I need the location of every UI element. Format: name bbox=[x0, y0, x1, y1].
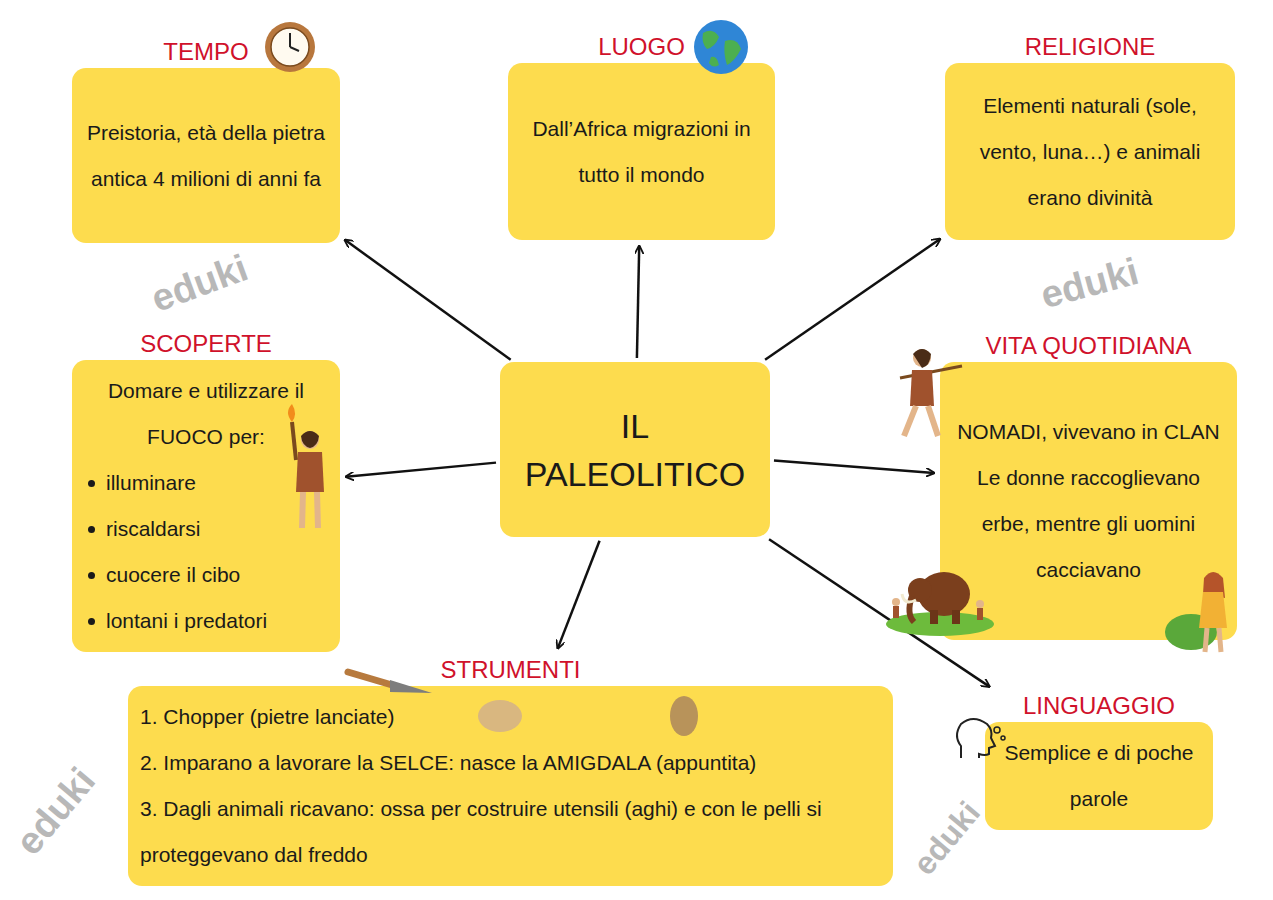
yellow-box: Dall’Africa migrazioni in tutto il mondo bbox=[508, 63, 775, 240]
arrow-connector bbox=[637, 246, 639, 358]
bullet-item: illuminare bbox=[84, 460, 328, 506]
yellow-box: Elementi naturali (sole, vento, luna…) e… bbox=[945, 63, 1235, 240]
body-text: 3. Dagli animali ricavano: ossa per cost… bbox=[140, 786, 881, 878]
speaking-head-icon bbox=[957, 719, 1005, 758]
arrow-connector bbox=[558, 541, 600, 649]
topic-heading: TEMPO bbox=[72, 36, 340, 68]
amigdala-stone bbox=[670, 696, 698, 736]
watermark: eduki bbox=[906, 795, 988, 883]
bullet-item: lontani i predatori bbox=[84, 598, 328, 644]
topic-heading: SCOPERTE bbox=[72, 328, 340, 360]
bullet-item: riscaldarsi bbox=[84, 506, 328, 552]
watermark-holder: eduki bbox=[150, 262, 249, 305]
watermark-holder: eduki bbox=[1040, 262, 1139, 305]
arrow-connector bbox=[345, 240, 511, 360]
topic-box: STRUMENTI1. Chopper (pietre lanciate)2. … bbox=[128, 654, 893, 886]
body-text: NOMADI, vivevano in CLAN bbox=[952, 409, 1225, 455]
watermark: eduki bbox=[7, 760, 104, 864]
arrow-connector bbox=[346, 463, 496, 477]
watermark-holder: eduki bbox=[905, 820, 989, 857]
yellow-box: IL PALEOLITICO bbox=[500, 362, 770, 537]
topic-heading: VITA QUOTIDIANA bbox=[940, 330, 1237, 362]
mammoth-hunt bbox=[886, 572, 994, 636]
yellow-box: NOMADI, vivevano in CLANLe donne raccogl… bbox=[940, 362, 1237, 640]
body-text: 1. Chopper (pietre lanciate) bbox=[140, 694, 881, 740]
watermark: eduki bbox=[146, 246, 254, 320]
topic-heading: RELIGIONE bbox=[945, 31, 1235, 63]
topic-heading: STRUMENTI bbox=[128, 654, 893, 686]
topic-box: VITA QUOTIDIANANOMADI, vivevano in CLANL… bbox=[940, 330, 1237, 640]
yellow-box: 1. Chopper (pietre lanciate)2. Imparano … bbox=[128, 686, 893, 886]
topic-box: SCOPERTEDomare e utilizzare il FUOCO per… bbox=[72, 328, 340, 652]
stone-knife bbox=[348, 672, 432, 693]
caveman-torch bbox=[288, 404, 324, 528]
central-box: IL PALEOLITICO bbox=[500, 362, 770, 537]
caveman-walking bbox=[900, 349, 962, 436]
body-text: Semplice e di poche parole bbox=[997, 730, 1201, 822]
topic-box: TEMPO Preistoria, età della pietra antica… bbox=[72, 36, 340, 243]
topic-box: LINGUAGGIO Semplice e di poche parole bbox=[985, 690, 1213, 830]
topic-heading: LUOGO bbox=[508, 31, 775, 63]
gathering-woman bbox=[1165, 572, 1227, 652]
body-text: Dall’Africa migrazioni in tutto il mondo bbox=[520, 106, 763, 198]
body-text: Elementi naturali (sole, vento, luna…) e… bbox=[957, 83, 1223, 221]
topic-box: RELIGIONE Elementi naturali (sole, vento,… bbox=[945, 31, 1235, 240]
arrow-connector bbox=[774, 460, 934, 473]
topic-heading: LINGUAGGIO bbox=[985, 690, 1213, 722]
body-text: 2. Imparano a lavorare la SELCE: nasce l… bbox=[140, 740, 881, 786]
watermark: eduki bbox=[1036, 250, 1143, 317]
central-title: IL PALEOLITICO bbox=[512, 402, 758, 498]
globe-icon bbox=[694, 20, 748, 74]
watermark-holder: eduki bbox=[6, 790, 105, 833]
body-text: Domare e utilizzare il FUOCO per: bbox=[84, 368, 328, 460]
yellow-box: Domare e utilizzare il FUOCO per:illumin… bbox=[72, 360, 340, 652]
topic-box: LUOGO Dall’Africa migrazioni in tutto il … bbox=[508, 31, 775, 240]
bullet-item: cuocere il cibo bbox=[84, 552, 328, 598]
body-text: Preistoria, età della pietra antica 4 mi… bbox=[84, 110, 328, 202]
chopper-stone bbox=[478, 700, 522, 732]
yellow-box: Preistoria, età della pietra antica 4 mi… bbox=[72, 68, 340, 243]
yellow-box: Semplice e di poche parole bbox=[985, 722, 1213, 830]
clock-icon bbox=[265, 22, 315, 72]
arrow-connector bbox=[765, 239, 940, 360]
body-text: Le donne raccoglievano erbe, mentre gli … bbox=[952, 455, 1225, 593]
